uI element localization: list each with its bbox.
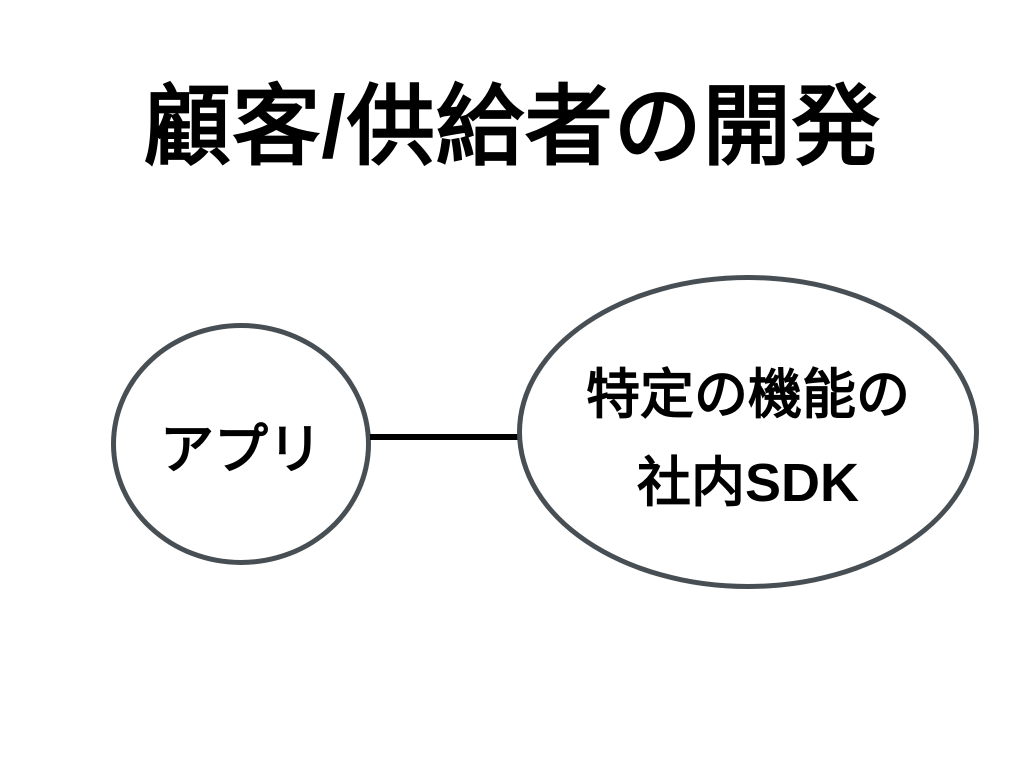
slide-title: 顧客/供給者の開発 <box>143 77 881 176</box>
diagram-node-app: アプリ <box>111 323 371 565</box>
diagram-node-internal-sdk: 特定の機能の 社内SDK <box>517 275 979 589</box>
node-sdk-label-line2: 社内SDK <box>636 453 859 513</box>
diagram-connector-line <box>370 434 520 440</box>
node-sdk-label-line1: 特定の機能の <box>586 364 910 425</box>
node-app-label: アプリ <box>160 419 322 480</box>
